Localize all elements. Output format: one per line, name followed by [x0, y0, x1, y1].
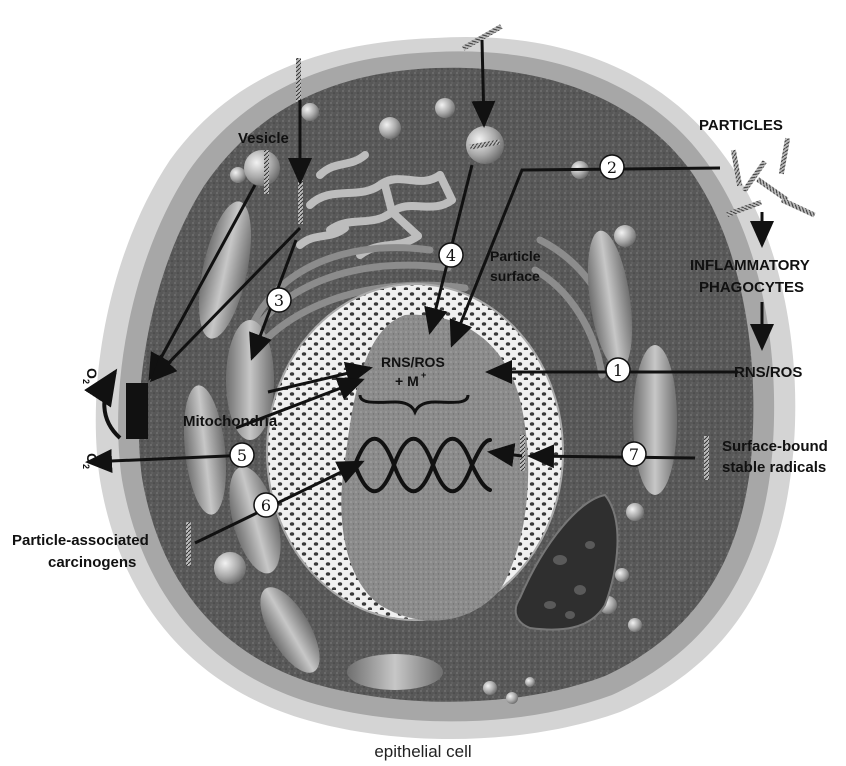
- vesicle: [525, 677, 535, 687]
- carcinogens-label-1: Particle-associated: [12, 532, 149, 549]
- particle-fiber: [296, 58, 301, 102]
- mitochondrion: [633, 345, 677, 495]
- o2-top-label: O: [84, 368, 100, 379]
- particle-fiber: [781, 198, 816, 218]
- vesicle: [301, 103, 319, 121]
- marker-6: 6: [254, 493, 278, 517]
- particle-surface-label-1: Particle: [490, 248, 541, 264]
- marker-7-label: 7: [629, 445, 639, 464]
- marker-5-label: 5: [237, 446, 247, 465]
- vesicle-with-particle: [244, 150, 280, 186]
- vesicle: [379, 117, 401, 139]
- marker-5: 5: [230, 443, 254, 467]
- inflammatory-label-2: PHAGOCYTES: [699, 279, 804, 296]
- particle-fiber: [186, 522, 191, 566]
- vesicle: [214, 552, 246, 584]
- marker-4: 4: [439, 243, 463, 267]
- particle-fiber: [298, 180, 303, 224]
- figure-caption: epithelial cell: [374, 742, 471, 761]
- marker-2-label: 2: [607, 158, 617, 177]
- particles-label: PARTICLES: [699, 117, 783, 134]
- arrow-7: [530, 456, 695, 458]
- rns-ros-center-label-1: RNS/ROS: [381, 354, 445, 370]
- vesicle: [626, 503, 644, 521]
- redox-block: [126, 383, 148, 439]
- mitochondrion: [347, 654, 443, 690]
- particle-fiber: [264, 150, 269, 194]
- o2-bottom-superscript: -: [93, 464, 103, 467]
- o2-bottom: O 2 -: [81, 453, 103, 469]
- nucleus: [267, 284, 563, 621]
- carcinogens-label-2: carcinogens: [48, 554, 136, 571]
- marker-6-label: 6: [261, 496, 271, 515]
- m-superscript: +: [421, 370, 426, 380]
- o2-bottom-label: O: [84, 453, 100, 464]
- surface-bound-label-2: stable radicals: [722, 459, 826, 476]
- vesicle: [614, 225, 636, 247]
- particle-fiber: [742, 160, 767, 192]
- particle-fiber: [704, 436, 709, 480]
- arrow-entry: [482, 40, 484, 125]
- o2-bottom-subscript: 2: [81, 464, 91, 469]
- vesicle: [628, 618, 642, 632]
- vesicle: [230, 167, 246, 183]
- marker-2: 2: [600, 155, 624, 179]
- marker-1: 1: [606, 358, 630, 382]
- particle-fiber: [520, 435, 525, 471]
- vesicle-label: Vesicle: [238, 130, 289, 147]
- marker-4-label: 4: [446, 246, 456, 265]
- rns-ros-center-label-2: + M: [395, 373, 419, 389]
- inflammatory-label-1: INFLAMMATORY: [690, 257, 810, 274]
- vesicle: [506, 692, 518, 704]
- particle-fiber: [779, 138, 790, 174]
- vesicle: [435, 98, 455, 118]
- marker-7: 7: [622, 442, 646, 466]
- rns-ros-right-label: RNS/ROS: [734, 364, 802, 381]
- marker-3: 3: [267, 288, 291, 312]
- marker-1-label: 1: [613, 361, 623, 380]
- surface-bound-label-1: Surface-bound: [722, 438, 828, 455]
- mitochondria-label: Mitochondria: [183, 413, 278, 430]
- marker-3-label: 3: [274, 291, 284, 310]
- vesicle: [483, 681, 497, 695]
- particle-surface-label-2: surface: [490, 268, 540, 284]
- vesicle: [615, 568, 629, 582]
- o2-top: O 2: [81, 368, 100, 384]
- o2-top-subscript: 2: [81, 379, 91, 384]
